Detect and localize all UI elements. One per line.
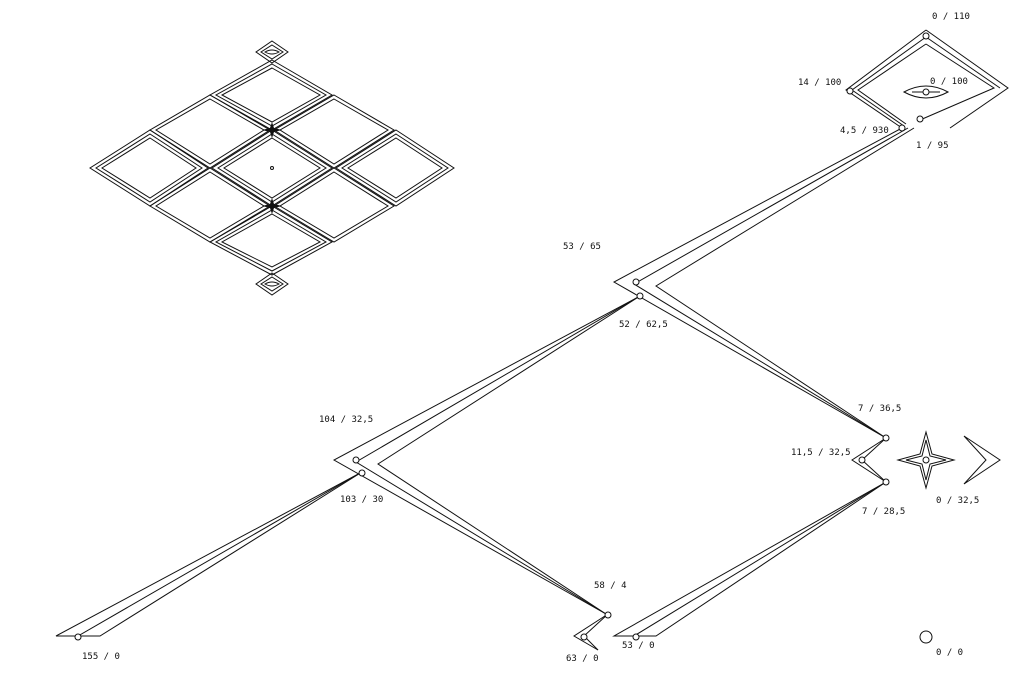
label-7-28-5: 7 / 28,5 xyxy=(862,507,905,517)
node-markers xyxy=(74,32,933,644)
label-0-0: 0 / 0 xyxy=(936,648,963,658)
label-63-0: 63 / 0 xyxy=(566,654,599,664)
label-104-32-5: 104 / 32,5 xyxy=(319,415,373,425)
chevron-arrow-icon xyxy=(963,435,1001,485)
label-7-36-5: 7 / 36,5 xyxy=(858,404,901,414)
label-58-4: 58 / 4 xyxy=(594,581,627,591)
label-52-62-5: 52 / 62,5 xyxy=(619,320,668,330)
label-1-95: 1 / 95 xyxy=(916,141,949,151)
four-point-star-icon xyxy=(896,430,956,490)
label-11-5-32-5: 11,5 / 32,5 xyxy=(791,448,851,458)
label-155-0: 155 / 0 xyxy=(82,652,120,662)
label-53-0: 53 / 0 xyxy=(622,641,655,651)
diamond-lattice-icon xyxy=(89,40,455,296)
label-14-100: 14 / 100 xyxy=(798,78,841,88)
zigzag-band xyxy=(55,29,1009,651)
label-0-32-5: 0 / 32,5 xyxy=(936,496,979,506)
label-0-110: 0 / 110 xyxy=(932,12,970,22)
label-53-65: 53 / 65 xyxy=(563,242,601,252)
coordinate-labels: 0 / 110 14 / 100 0 / 100 4,5 / 930 1 / 9… xyxy=(82,12,979,664)
label-103-30: 103 / 30 xyxy=(340,495,383,505)
label-4-5-930: 4,5 / 930 xyxy=(840,126,889,136)
label-0-100: 0 / 100 xyxy=(930,77,968,87)
